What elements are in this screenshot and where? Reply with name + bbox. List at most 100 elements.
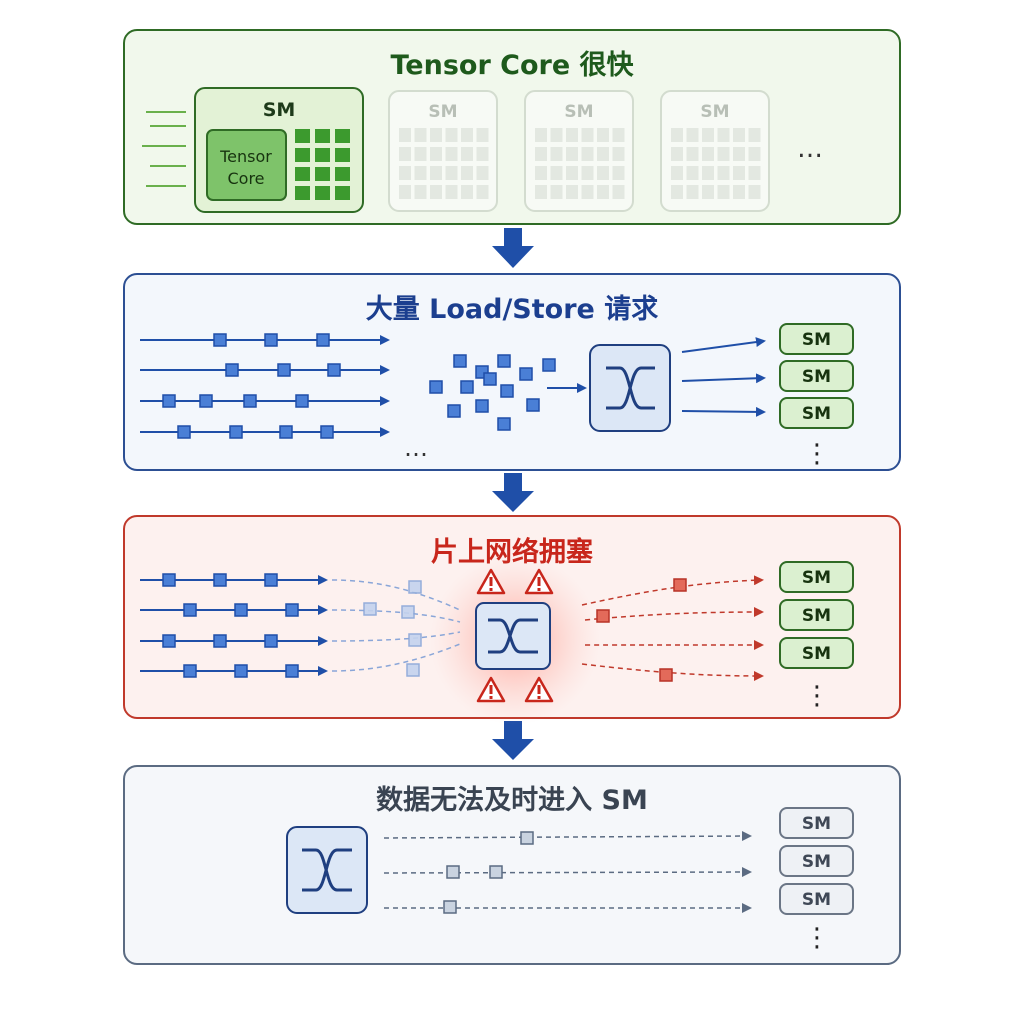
sm-pill-1: SM bbox=[779, 561, 854, 593]
congested-switch-icon bbox=[475, 602, 551, 670]
idle-core-cell bbox=[671, 128, 683, 142]
sm-pill-3: SM bbox=[779, 397, 854, 429]
idle-sm-3: SM bbox=[660, 90, 770, 212]
sm-pill-label: SM bbox=[802, 644, 831, 664]
idle-core-cell bbox=[476, 185, 489, 199]
more-starved-sms: ⋮ bbox=[804, 923, 830, 953]
idle-core-cell bbox=[612, 128, 625, 142]
more-target-sms: ⋮ bbox=[804, 439, 830, 469]
idle-core-cell bbox=[445, 166, 458, 180]
sm-pill-label: SM bbox=[802, 568, 831, 588]
request-packets bbox=[162, 333, 341, 439]
more-congested-sms: ⋮ bbox=[804, 681, 830, 711]
idle-core-cell bbox=[535, 166, 547, 180]
sm-pill-2: SM bbox=[779, 599, 854, 631]
idle-core-cell bbox=[461, 185, 473, 199]
panel-title-load-store: 大量 Load/Store 请求 bbox=[365, 294, 659, 325]
idle-core-cell bbox=[717, 185, 730, 199]
idle-core-cell bbox=[550, 128, 563, 142]
idle-sm-1: SM bbox=[388, 90, 498, 212]
idle-core-cell bbox=[445, 128, 458, 142]
tensor-core-label-line1: Tensor bbox=[219, 147, 272, 166]
idle-core-cell bbox=[612, 166, 625, 180]
sm-pill-label: SM bbox=[802, 606, 831, 626]
idle-core-cell bbox=[414, 147, 427, 161]
idle-core-cell bbox=[399, 128, 411, 142]
sm-pill-label: SM bbox=[802, 367, 831, 387]
warning-icon bbox=[476, 568, 506, 595]
idle-core-cell bbox=[581, 166, 594, 180]
idle-core-cell bbox=[445, 147, 458, 161]
idle-core-cell bbox=[702, 128, 714, 142]
core-cell bbox=[335, 167, 350, 181]
sm-pill-1: SM bbox=[779, 323, 854, 355]
sm-pill-label: SM bbox=[802, 330, 831, 350]
idle-core-cell bbox=[671, 147, 683, 161]
idle-core-cell bbox=[671, 166, 683, 180]
idle-core-cell bbox=[581, 128, 594, 142]
idle-core-cell bbox=[550, 147, 563, 161]
idle-core-cell bbox=[550, 166, 563, 180]
sm-pill-label: SM bbox=[802, 404, 831, 424]
idle-core-cell bbox=[597, 166, 609, 180]
stalled-packets bbox=[363, 580, 422, 677]
idle-core-cell bbox=[535, 185, 547, 199]
core-cell bbox=[335, 148, 350, 162]
idle-core-cell bbox=[748, 147, 761, 161]
packet-cloud bbox=[429, 354, 556, 431]
core-cell bbox=[295, 167, 310, 181]
idle-core-cell bbox=[566, 185, 578, 199]
target-sm-list: SM SM SM bbox=[779, 323, 854, 429]
idle-core-cell bbox=[430, 128, 442, 142]
idle-core-cell bbox=[476, 166, 489, 180]
idle-core-cell bbox=[430, 166, 442, 180]
panel-title-tensor-core-fast: Tensor Core 很快 bbox=[390, 50, 634, 81]
idle-core-cell bbox=[476, 128, 489, 142]
idle-core-cell bbox=[686, 185, 699, 199]
sm-pill-2: SM bbox=[779, 360, 854, 392]
sm-pill-label: SM bbox=[802, 890, 831, 910]
idle-sm-label: SM bbox=[428, 102, 457, 122]
warning-icon bbox=[524, 568, 554, 595]
idle-sm-2: SM bbox=[524, 90, 634, 212]
congested-input-streams bbox=[140, 575, 328, 676]
idle-core-cell bbox=[430, 147, 442, 161]
idle-core-cell bbox=[717, 128, 730, 142]
idle-core-cell bbox=[414, 185, 427, 199]
idle-core-cell bbox=[702, 147, 714, 161]
idle-core-cell bbox=[461, 166, 473, 180]
core-cell bbox=[315, 186, 330, 200]
active-sm-block: SM Tensor Core bbox=[194, 87, 364, 213]
request-streams bbox=[140, 335, 390, 437]
idle-core-cell bbox=[414, 166, 427, 180]
idle-core-cell bbox=[717, 147, 730, 161]
core-cell bbox=[335, 129, 350, 143]
sm-pill-label: SM bbox=[802, 814, 831, 834]
core-cell bbox=[295, 129, 310, 143]
idle-core-cell bbox=[702, 185, 714, 199]
active-core-grid bbox=[295, 129, 350, 200]
idle-core-cell bbox=[445, 185, 458, 199]
switch-output-arrows bbox=[681, 337, 766, 417]
idle-core-cell bbox=[612, 185, 625, 199]
panel-title-data-starved: 数据无法及时进入 SM bbox=[376, 785, 648, 816]
idle-core-cell bbox=[461, 147, 473, 161]
congested-input-packets bbox=[162, 573, 299, 678]
more-streams-ellipsis: … bbox=[404, 434, 428, 462]
idle-core-cell bbox=[702, 166, 714, 180]
idle-core-cell bbox=[612, 147, 625, 161]
idle-sm-label: SM bbox=[564, 102, 593, 122]
idle-core-cell bbox=[399, 147, 411, 161]
idle-core-cell bbox=[476, 147, 489, 161]
sparse-packets bbox=[443, 831, 534, 914]
down-arrow-3 bbox=[492, 721, 534, 760]
idle-core-cell bbox=[399, 166, 411, 180]
idle-core-cell bbox=[399, 185, 411, 199]
idle-core-cell bbox=[686, 147, 699, 161]
idle-core-cell bbox=[430, 185, 442, 199]
tensor-core-label-line2: Core bbox=[227, 169, 264, 188]
core-cell bbox=[335, 186, 350, 200]
congested-output-streams bbox=[581, 575, 764, 681]
core-cell bbox=[315, 129, 330, 143]
active-sm-label: SM bbox=[263, 99, 296, 121]
